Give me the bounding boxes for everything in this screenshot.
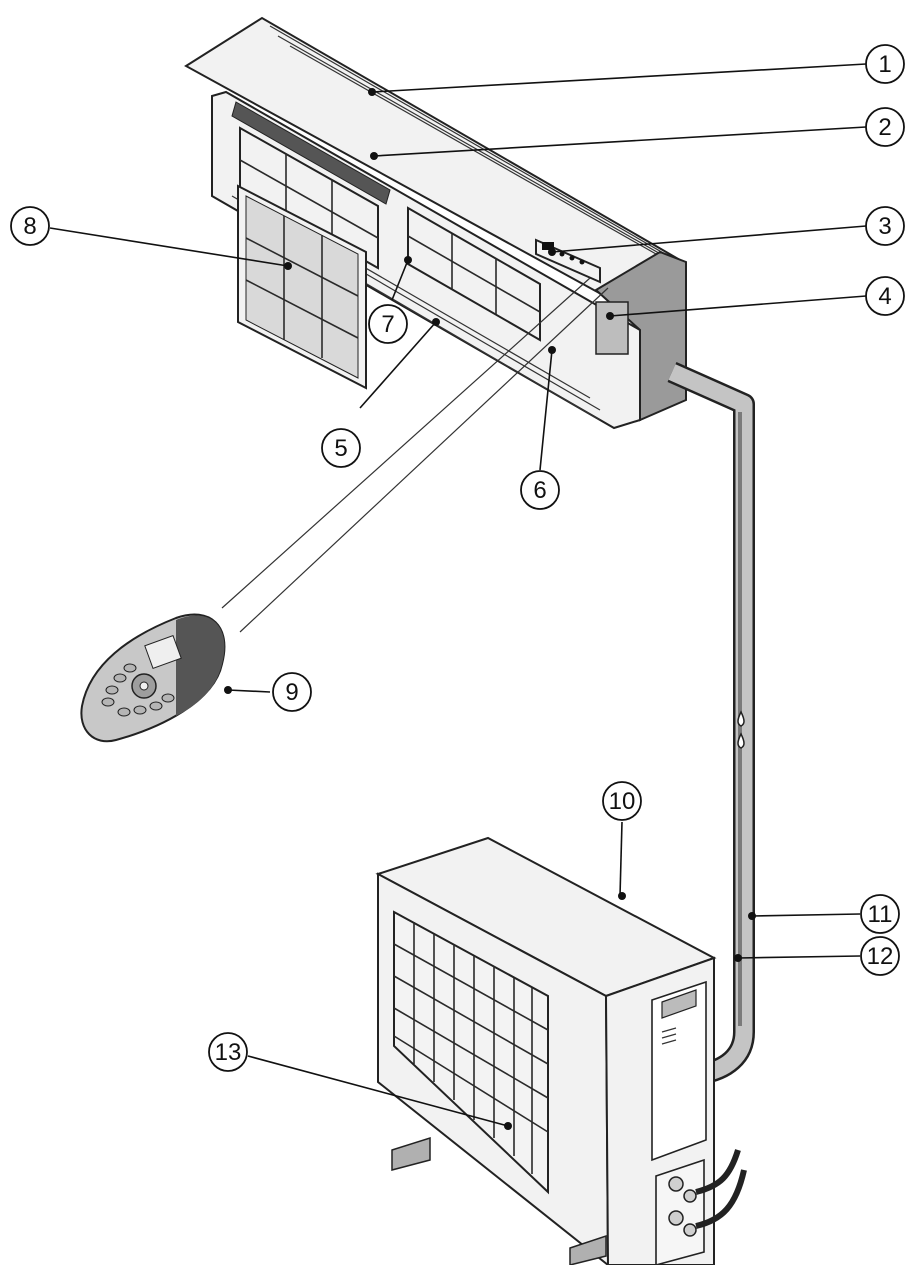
outdoor-feet: [391, 1136, 607, 1265]
fan-grille: [393, 910, 549, 1195]
drain-drops: [737, 710, 745, 749]
remote-buttons: [101, 663, 175, 717]
callout-label: 4: [878, 283, 891, 310]
callout-4: 4: [865, 276, 905, 316]
callout-label: 9: [285, 679, 298, 706]
service-valves: [655, 1149, 747, 1265]
callout-11: 11: [860, 894, 900, 934]
callout-label: 8: [23, 213, 36, 240]
indoor-side-cap: [594, 250, 687, 422]
service-panel: [651, 980, 707, 1162]
callout-7: 7: [368, 304, 408, 344]
callout-label: 12: [867, 943, 894, 970]
callout-1: 1: [865, 44, 905, 84]
callout-label: 10: [609, 788, 636, 815]
indoor-unit: [184, 16, 687, 430]
callout-3: 3: [865, 206, 905, 246]
pointer-dots: [224, 88, 756, 1130]
callout-label: 13: [215, 1039, 242, 1066]
callout-label: 5: [334, 435, 347, 462]
callout-9: 9: [272, 672, 312, 712]
leader-lines: [49, 63, 867, 1127]
installed-filter-left: [239, 126, 379, 270]
removed-air-filter: [237, 184, 367, 390]
outdoor-unit: [375, 836, 747, 1265]
callout-2: 2: [865, 107, 905, 147]
callout-label: 3: [878, 213, 891, 240]
installed-filter-right: [407, 206, 541, 342]
remote-control: [80, 613, 226, 743]
callout-5: 5: [321, 428, 361, 468]
callout-10: 10: [602, 781, 642, 821]
side-cover: [595, 301, 629, 355]
callout-label: 11: [868, 901, 893, 928]
callout-label: 1: [878, 51, 891, 78]
callout-12: 12: [860, 936, 900, 976]
air-intake-mesh: [231, 101, 391, 205]
callout-label: 6: [533, 477, 546, 504]
callout-8: 8: [10, 206, 50, 246]
callout-6: 6: [520, 470, 560, 510]
infrared-beam: [221, 277, 609, 633]
callout-13: 13: [208, 1032, 248, 1072]
remote-display: [144, 634, 182, 670]
callout-label: 2: [878, 114, 891, 141]
callout-label: 7: [381, 311, 394, 338]
